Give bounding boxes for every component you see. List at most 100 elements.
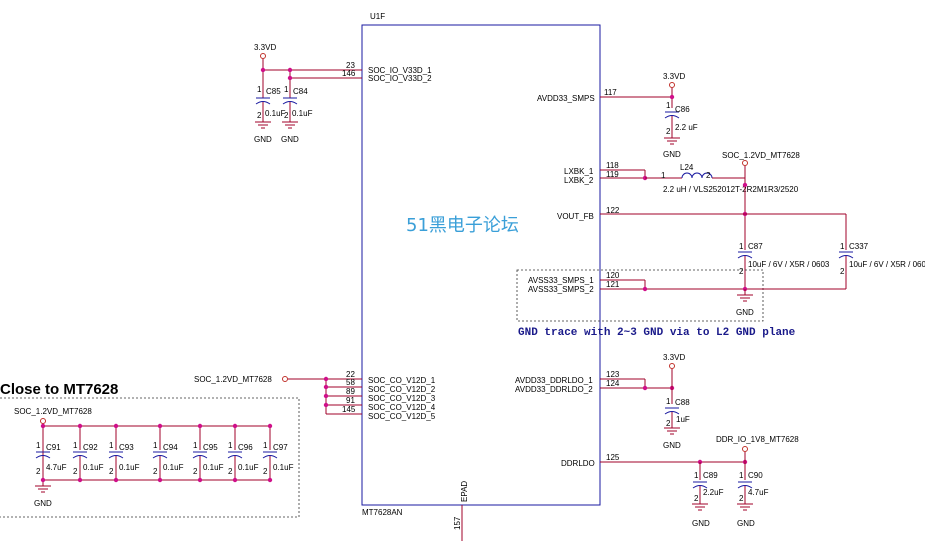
svg-text:GND: GND	[736, 308, 754, 317]
svg-text:124: 124	[606, 379, 620, 388]
cap-ref-label: C95	[203, 443, 218, 452]
svg-text:GND: GND	[254, 135, 272, 144]
avdd33-smps: AVDD33_SMPS 117 3.3VD C86 2.2 uF 1 2 GND	[537, 72, 698, 159]
svg-text:SOC_CO_V12D_3: SOC_CO_V12D_3	[368, 394, 436, 403]
cap-plate-curved	[262, 455, 278, 459]
svg-text:C87: C87	[748, 242, 763, 251]
cap-ref-label: C94	[163, 443, 178, 452]
cap-value-label: 0.1uF	[238, 463, 259, 472]
junction-dot	[157, 423, 163, 429]
svg-text:GND: GND	[663, 150, 681, 159]
svg-text:AVDD33_DDRLDO_2: AVDD33_DDRLDO_2	[515, 385, 593, 394]
svg-text:117: 117	[604, 88, 617, 97]
junction-dot	[77, 477, 83, 483]
watermark: 51黑电子论坛	[406, 215, 519, 236]
svg-text:125: 125	[606, 453, 620, 462]
cap-plate-curved	[72, 455, 88, 459]
svg-text:AVDD33_DDRLDO_1: AVDD33_DDRLDO_1	[515, 376, 593, 385]
cap-plate-curved	[152, 455, 168, 459]
svg-text:GND: GND	[737, 519, 755, 528]
cap-pin-label: 1	[193, 441, 198, 450]
svg-text:120: 120	[606, 271, 620, 280]
svg-text:SOC_CO_V12D_4: SOC_CO_V12D_4	[368, 403, 436, 412]
svg-text:2.2 uH / VLS252012T-2R2M1R3/25: 2.2 uH / VLS252012T-2R2M1R3/2520	[663, 185, 799, 194]
svg-text:C88: C88	[675, 398, 690, 407]
svg-text:LXBK_2: LXBK_2	[564, 176, 594, 185]
svg-text:2: 2	[739, 267, 744, 276]
svg-text:145: 145	[342, 405, 356, 414]
svg-text:3.3VD: 3.3VD	[663, 353, 685, 362]
chip-refdes: U1F	[370, 12, 385, 21]
chip-body	[361, 24, 601, 506]
svg-text:123: 123	[606, 370, 620, 379]
cap-ref-label: C91	[46, 443, 61, 452]
chip-part: MT7628AN	[362, 508, 403, 517]
cap-plate-curved	[192, 455, 208, 459]
svg-text:1: 1	[739, 242, 744, 251]
svg-text:2: 2	[666, 127, 671, 136]
svg-text:23: 23	[346, 61, 355, 70]
svg-text:1: 1	[257, 85, 262, 94]
svg-text:DDRLDO: DDRLDO	[561, 459, 595, 468]
svg-text:1: 1	[840, 242, 845, 251]
svg-text:SOC_CO_V12D_2: SOC_CO_V12D_2	[368, 385, 436, 394]
cap-plate-curved	[108, 455, 124, 459]
svg-text:2: 2	[284, 111, 289, 120]
svg-text:C90: C90	[748, 471, 763, 480]
svg-text:89: 89	[346, 387, 355, 396]
cap-pin-label: 1	[109, 441, 114, 450]
cap-value-label: 0.1uF	[119, 463, 140, 472]
cap-pin-label: 1	[263, 441, 268, 450]
svg-text:SOC_IO_V33D_2: SOC_IO_V33D_2	[368, 74, 432, 83]
svg-text:GND: GND	[663, 441, 681, 450]
svg-text:1: 1	[666, 397, 671, 406]
junction-dot	[197, 477, 203, 483]
svg-text:C337: C337	[849, 242, 869, 251]
cap-ref-label: C93	[119, 443, 134, 452]
cap-value-label: 0.1uF	[203, 463, 224, 472]
svg-text:EPAD: EPAD	[460, 481, 469, 502]
cap-plate-curved	[227, 455, 243, 459]
junction-dot	[40, 423, 46, 429]
svg-text:0.1uF: 0.1uF	[265, 109, 286, 118]
cap-ref-label: C96	[238, 443, 253, 452]
svg-text:1: 1	[694, 471, 699, 480]
cap-pin-label: 1	[228, 441, 233, 450]
close-to-block: Close to MT7628 SOC_1.2VD_MT7628 GND	[0, 381, 300, 518]
svg-text:SOC_1.2VD_MT7628: SOC_1.2VD_MT7628	[722, 151, 800, 160]
svg-text:SOC_CO_V12D_5: SOC_CO_V12D_5	[368, 412, 436, 421]
junction-dot	[232, 477, 238, 483]
svg-text:4.7uF: 4.7uF	[748, 488, 769, 497]
cap-plate-curved	[35, 455, 51, 459]
cap-pin-label: 2	[73, 467, 78, 476]
cap-value-label: 4.7uF	[46, 463, 67, 472]
cap-value-label: 0.1uF	[163, 463, 184, 472]
svg-text:LXBK_1: LXBK_1	[564, 167, 594, 176]
svg-text:1uF: 1uF	[676, 415, 690, 424]
svg-text:GND: GND	[34, 499, 52, 508]
vout-fb: VOUT_FB 122 C87 10uF / 6V / X5R / 0603 1…	[557, 206, 925, 290]
svg-text:1: 1	[661, 171, 666, 180]
svg-text:2: 2	[739, 494, 744, 503]
junction-dot	[232, 423, 238, 429]
cap-pin-label: 2	[193, 467, 198, 476]
junction-dot	[40, 477, 46, 483]
cap-pin-label: 2	[36, 467, 41, 476]
svg-text:121: 121	[606, 280, 620, 289]
svg-text:2: 2	[257, 111, 262, 120]
junction-dot	[267, 477, 273, 483]
power-port-3v3	[260, 53, 266, 59]
cap-ref-label: C92	[83, 443, 98, 452]
cap-pin-label: 1	[36, 441, 41, 450]
svg-text:122: 122	[606, 206, 620, 215]
epad-pin: EPAD 157	[453, 481, 469, 541]
svg-text:2: 2	[706, 171, 711, 180]
svg-text:SOC_1.2VD_MT7628: SOC_1.2VD_MT7628	[194, 375, 272, 384]
svg-text:C89: C89	[703, 471, 718, 480]
cap-c85: C85 0.1uF 1 2 GND	[254, 85, 286, 144]
svg-text:10uF / 6V / X5R / 0603: 10uF / 6V / X5R / 0603	[748, 260, 830, 269]
svg-text:C85: C85	[266, 87, 281, 96]
svg-text:GND: GND	[281, 135, 299, 144]
svg-text:DDR_IO_1V8_MT7628: DDR_IO_1V8_MT7628	[716, 435, 799, 444]
svg-text:10uF / 6V / X5R / 060: 10uF / 6V / X5R / 060	[849, 260, 925, 269]
